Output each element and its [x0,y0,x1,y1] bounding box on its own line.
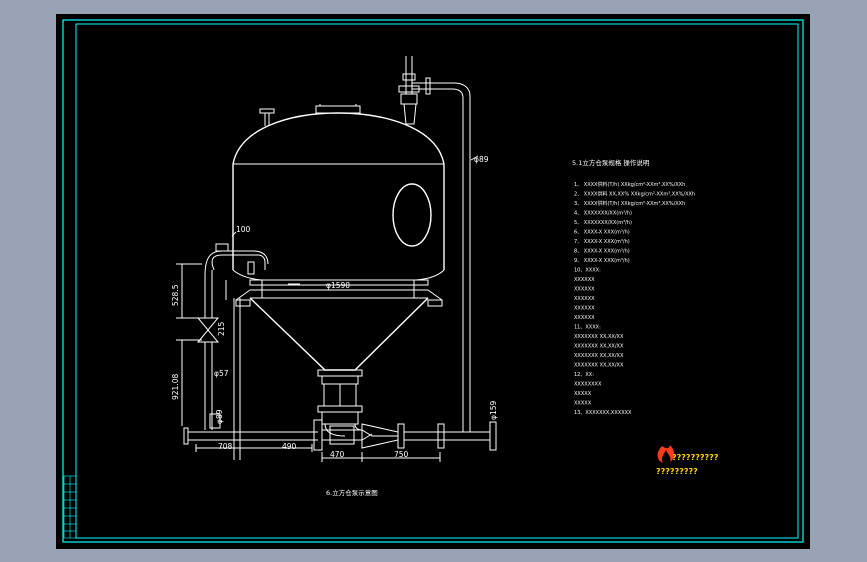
spec-item: 9、 XXXX-X XXX(m³/h) [574,258,630,264]
spec-item: XXXXX [574,391,592,397]
dimension-lines [176,231,441,462]
dim-470: 470 [330,450,345,459]
logo-text-bottom: ????????? [656,467,698,476]
spec-item: XXXXXX [574,277,595,283]
spec-item: 2、 XXXX供料 XX,XX% XXkg/cm²-XXm³,XX%/XXh [574,191,695,198]
spec-item: 3、 XXXX供料(T/h) XXkg/cm²-XXm³,XX%/XXh [574,200,685,207]
dim-92108: 921.08 [171,374,180,400]
dim-100: 100 [236,225,251,234]
inner-border [75,23,799,539]
dim-708: 708 [218,442,233,451]
sight-glass [392,183,432,247]
spec-item: 11、XXXX: [574,325,601,331]
spec-item: 6、 XXXX-X XXX(m³/h) [574,230,630,236]
spec-item: 4、 XXXXXXX/XX(m³/h) [574,211,632,217]
spec-item: XXXXX [574,401,592,407]
spec-item: XXXXXX [574,287,595,293]
spec-item: 12、XX: [574,372,594,378]
spec-item: 10、XXXX: [574,268,601,274]
flame-icon [657,445,675,463]
dim-d57: φ57 [214,369,229,378]
spec-item: 1、 XXXX供料(T/h) XXkg/cm²-XXm³,XX%/XXh [574,181,685,188]
conveying-pipe [183,413,497,451]
spec-item: 7、 XXXX-X XXX(m³/h) [574,239,630,245]
dim-215: 215 [217,321,226,336]
dim-490: 490 [282,442,297,451]
spec-list: 1、 XXXX供料(T/h) XXkg/cm²-XXm³,XX%/XXh 2、 X… [574,181,695,416]
spec-item: XXXXXXX XX,XX/XX [574,353,624,359]
spec-item: 5、 XXXXXXX/XX(m³/h) [574,220,632,226]
left-piping [196,243,269,460]
dim-d89-bottom: φ89 [215,409,224,424]
logo-text-top: ?????????? [672,453,719,462]
dim-5285: 528.5 [171,284,180,306]
dim-d1590: φ1590 [326,281,350,290]
spec-item: XXXXXXX XX,XX/XX [574,334,624,340]
dim-d159: φ159 [489,401,498,420]
spec-item: XXXXXX [574,296,595,302]
spec-item: 13、XXXXXXX,XXXXXX [574,410,632,416]
company-logo: ?????????? ????????? [656,445,719,476]
spec-item: XXXXXXX XX,XX/XX [574,363,624,369]
spec-item: XXXXXXX XX,XX/XX [574,344,624,350]
spec-item: XXXXXX [574,306,595,312]
outer-border [62,19,804,543]
spec-item: 8、 XXXX-X XXX(m³/h) [574,249,630,255]
vent-pipe [398,56,479,424]
dim-d89-top: φ89 [474,155,489,164]
spec-item: XXXXXXXX [574,382,602,388]
tank-vessel [232,104,445,437]
dim-750: 750 [394,450,409,459]
spec-title: 5.1立方仓泵规格 操作说明 [572,158,650,167]
side-title-block [63,475,77,539]
drawing-caption: 6.立方仓泵示意图 [326,488,378,497]
spec-item: XXXXXX [574,315,595,321]
